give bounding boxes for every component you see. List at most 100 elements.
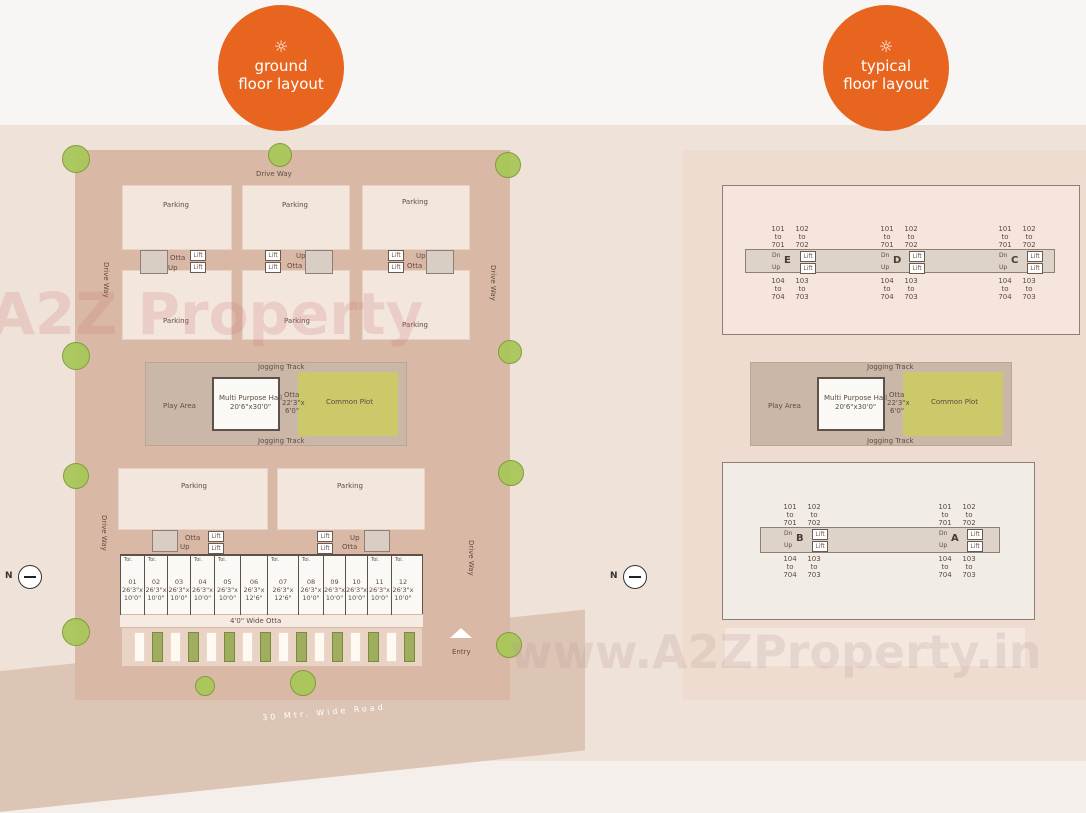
drive-way-top: Drive Way: [256, 170, 292, 178]
parking-stall: [350, 632, 361, 662]
parking-stall: [188, 632, 199, 662]
shop-w: 26'3"x: [368, 586, 391, 594]
multi-purpose-hall: [817, 377, 885, 431]
shop-w: 26'3"x: [121, 586, 144, 594]
up-label: Up: [784, 542, 793, 549]
up-label: Up: [350, 534, 360, 542]
toilet-label: Toi.: [148, 557, 157, 563]
parking-stall: [260, 632, 271, 662]
shop-no: 10: [352, 578, 361, 586]
unit-label: 102 to 702: [962, 503, 976, 527]
badge-title-1: ground: [254, 57, 308, 75]
shop-d: 10'0": [370, 594, 389, 602]
shop-d: 12'6": [274, 594, 292, 602]
tree-icon: [62, 618, 90, 646]
tree-icon: [195, 676, 215, 696]
common-plot-label: Common Plot: [931, 398, 978, 406]
lift: Lift: [909, 251, 925, 262]
shop-no: 05: [223, 578, 232, 586]
lift: Lift: [190, 262, 206, 273]
unit-label: 101 to 701: [998, 225, 1012, 249]
parking-stall: [368, 632, 379, 662]
unit-label: 104 to 704: [771, 277, 785, 301]
shop-d: 10'0": [394, 594, 412, 602]
unit-label: 101 to 701: [880, 225, 894, 249]
unit-label: 104 to 704: [783, 555, 797, 579]
shop-d: 12'6": [245, 594, 263, 602]
badge-title-2: floor layout: [843, 75, 929, 93]
parking-label: Parking: [402, 198, 428, 206]
up-label: Up: [772, 264, 781, 271]
up-label: Up: [168, 264, 178, 272]
parking-stall: [152, 632, 163, 662]
parking-stall: [332, 632, 343, 662]
dn-label: Dn: [999, 252, 1008, 259]
jogging-track-bottom: Jogging Track: [258, 437, 305, 445]
tree-icon: [495, 152, 521, 178]
up-label: Up: [999, 264, 1008, 271]
tree-icon: [62, 145, 90, 173]
parking-stall: [278, 632, 289, 662]
unit-label: 104 to 704: [998, 277, 1012, 301]
jogging-track-top: Jogging Track: [867, 363, 914, 371]
toilet-label: Toi.: [194, 557, 203, 563]
parking-label: Parking: [163, 317, 189, 325]
unit-label: 104 to 704: [880, 277, 894, 301]
unit-label: 101 to 701: [771, 225, 785, 249]
shop-d: 10'0": [347, 594, 366, 602]
play-area-label: Play Area: [768, 402, 801, 410]
ground-floor-badge: ☼ ground floor layout: [218, 5, 344, 131]
jogging-track-top: Jogging Track: [258, 363, 305, 371]
up-label: Up: [881, 264, 890, 271]
shop-no: 03: [174, 578, 184, 586]
dn-label: Dn: [784, 530, 793, 537]
unit-label: 102 to 702: [904, 225, 918, 249]
north-label: N: [610, 571, 618, 581]
shop-no: 09: [330, 578, 339, 586]
parking-stalls-faded: [725, 628, 1025, 666]
shop-d: 10'0": [193, 594, 212, 602]
otta-size: 6'0": [890, 407, 905, 415]
shop-no: 11: [375, 578, 384, 586]
dn-label: Dn: [939, 530, 948, 537]
shop-w: 26'3"x: [300, 586, 322, 594]
tree-icon: [62, 342, 90, 370]
parking-stall: [296, 632, 307, 662]
stair-core: [140, 250, 168, 274]
shop-d: 10'0": [147, 594, 165, 602]
unit-label: 103 to 703: [962, 555, 976, 579]
up-label: Up: [296, 252, 306, 260]
otta-label: Otta: [407, 262, 423, 270]
otta-label: Otta: [342, 543, 358, 551]
watermark-logo: A2Z Property: [0, 280, 424, 348]
tree-icon: [63, 463, 89, 489]
shop-d: 10'0": [325, 594, 344, 602]
parking-stall: [206, 632, 217, 662]
lift: Lift: [317, 531, 333, 542]
toilet-label: Toi.: [271, 557, 280, 563]
lift: Lift: [967, 541, 983, 552]
drive-way-left-lower: Drive Way: [100, 515, 108, 551]
entry-arrow-icon: [450, 628, 472, 638]
lift: Lift: [909, 263, 925, 274]
wing-label: B: [796, 533, 804, 544]
shop-d: 10'0": [123, 594, 142, 602]
dn-label: Dn: [772, 252, 781, 259]
shop-w: 26'3"x: [243, 586, 265, 594]
unit-label: 101 to 701: [783, 503, 797, 527]
up-label: Up: [939, 542, 948, 549]
shop-no: 01: [128, 578, 137, 586]
parking-block: [362, 185, 470, 250]
parking-block: [242, 185, 350, 250]
unit-label: 103 to 703: [807, 555, 821, 579]
stair-core: [305, 250, 333, 274]
wing-label: D: [893, 255, 902, 266]
